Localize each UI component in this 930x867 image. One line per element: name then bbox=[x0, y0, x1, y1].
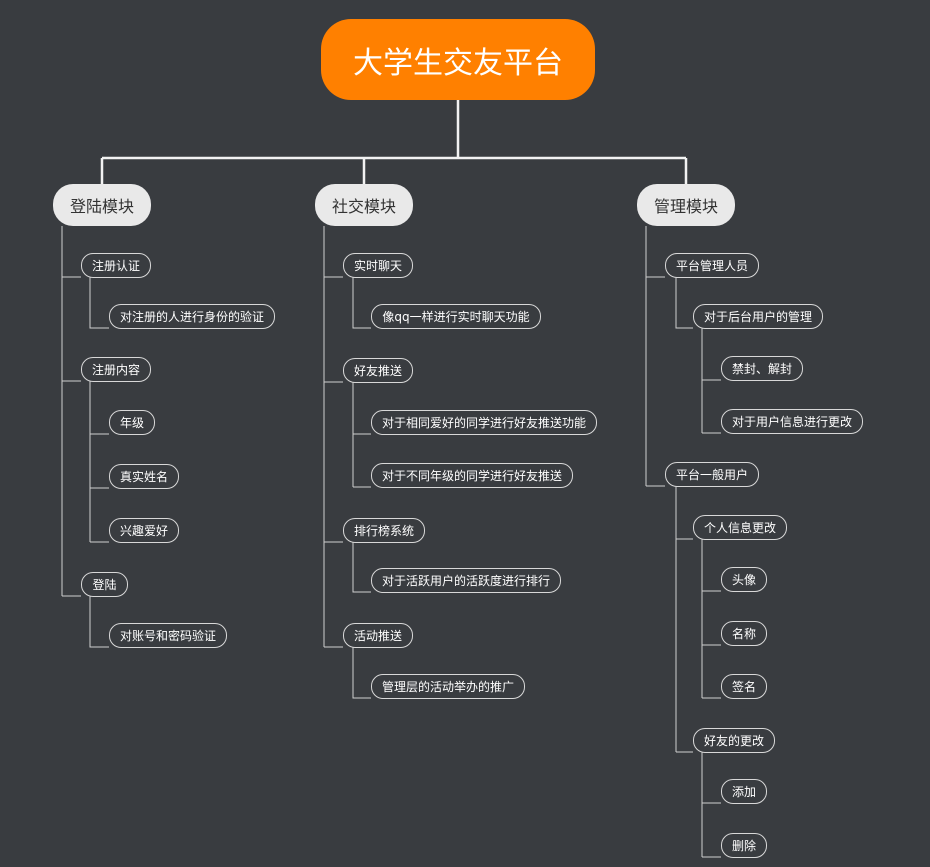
node-general-users: 平台一般用户 bbox=[665, 462, 759, 487]
node-account-verify: 对账号和密码验证 bbox=[109, 623, 227, 648]
social-connectors bbox=[323, 226, 371, 699]
node-activity-push: 活动推送 bbox=[343, 623, 413, 648]
node-identity-verify: 对注册的人进行身份的验证 bbox=[109, 304, 275, 329]
node-user-info-change: 对于用户信息进行更改 bbox=[721, 409, 863, 434]
node-real-name: 真实姓名 bbox=[109, 464, 179, 489]
node-grade: 年级 bbox=[109, 410, 155, 435]
node-activity-rank: 对于活跃用户的活跃度进行排行 bbox=[371, 568, 561, 593]
root-connector bbox=[100, 100, 688, 184]
node-platform-admins: 平台管理人员 bbox=[665, 253, 759, 278]
node-register-content: 注册内容 bbox=[81, 357, 151, 382]
node-profile-change: 个人信息更改 bbox=[693, 515, 787, 540]
module-login: 登陆模块 bbox=[53, 184, 151, 226]
node-hobbies: 兴趣爱好 bbox=[109, 518, 179, 543]
admin-connectors bbox=[645, 226, 721, 858]
node-add-friend: 添加 bbox=[721, 779, 767, 804]
node-qq-chat: 像qq一样进行实时聊天功能 bbox=[371, 304, 541, 329]
node-friend-change: 好友的更改 bbox=[693, 728, 775, 753]
login-connectors bbox=[61, 226, 109, 648]
node-ban-unban: 禁封、解封 bbox=[721, 356, 803, 381]
node-friend-push: 好友推送 bbox=[343, 358, 413, 383]
node-backend-user-mgmt: 对于后台用户的管理 bbox=[693, 304, 823, 329]
node-ranking: 排行榜系统 bbox=[343, 518, 425, 543]
node-nickname: 名称 bbox=[721, 621, 767, 646]
node-signature: 签名 bbox=[721, 674, 767, 699]
module-admin: 管理模块 bbox=[637, 184, 735, 226]
node-same-hobby-push: 对于相同爱好的同学进行好友推送功能 bbox=[371, 410, 597, 435]
node-login: 登陆 bbox=[81, 572, 128, 597]
root-node: 大学生交友平台 bbox=[321, 19, 595, 100]
node-realtime-chat: 实时聊天 bbox=[343, 253, 413, 278]
node-register-auth: 注册认证 bbox=[81, 253, 151, 278]
node-diff-grade-push: 对于不同年级的同学进行好友推送 bbox=[371, 463, 573, 488]
module-social: 社交模块 bbox=[315, 184, 413, 226]
node-delete-friend: 删除 bbox=[721, 833, 767, 858]
node-activity-promo: 管理层的活动举办的推广 bbox=[371, 674, 525, 699]
node-avatar: 头像 bbox=[721, 567, 767, 592]
